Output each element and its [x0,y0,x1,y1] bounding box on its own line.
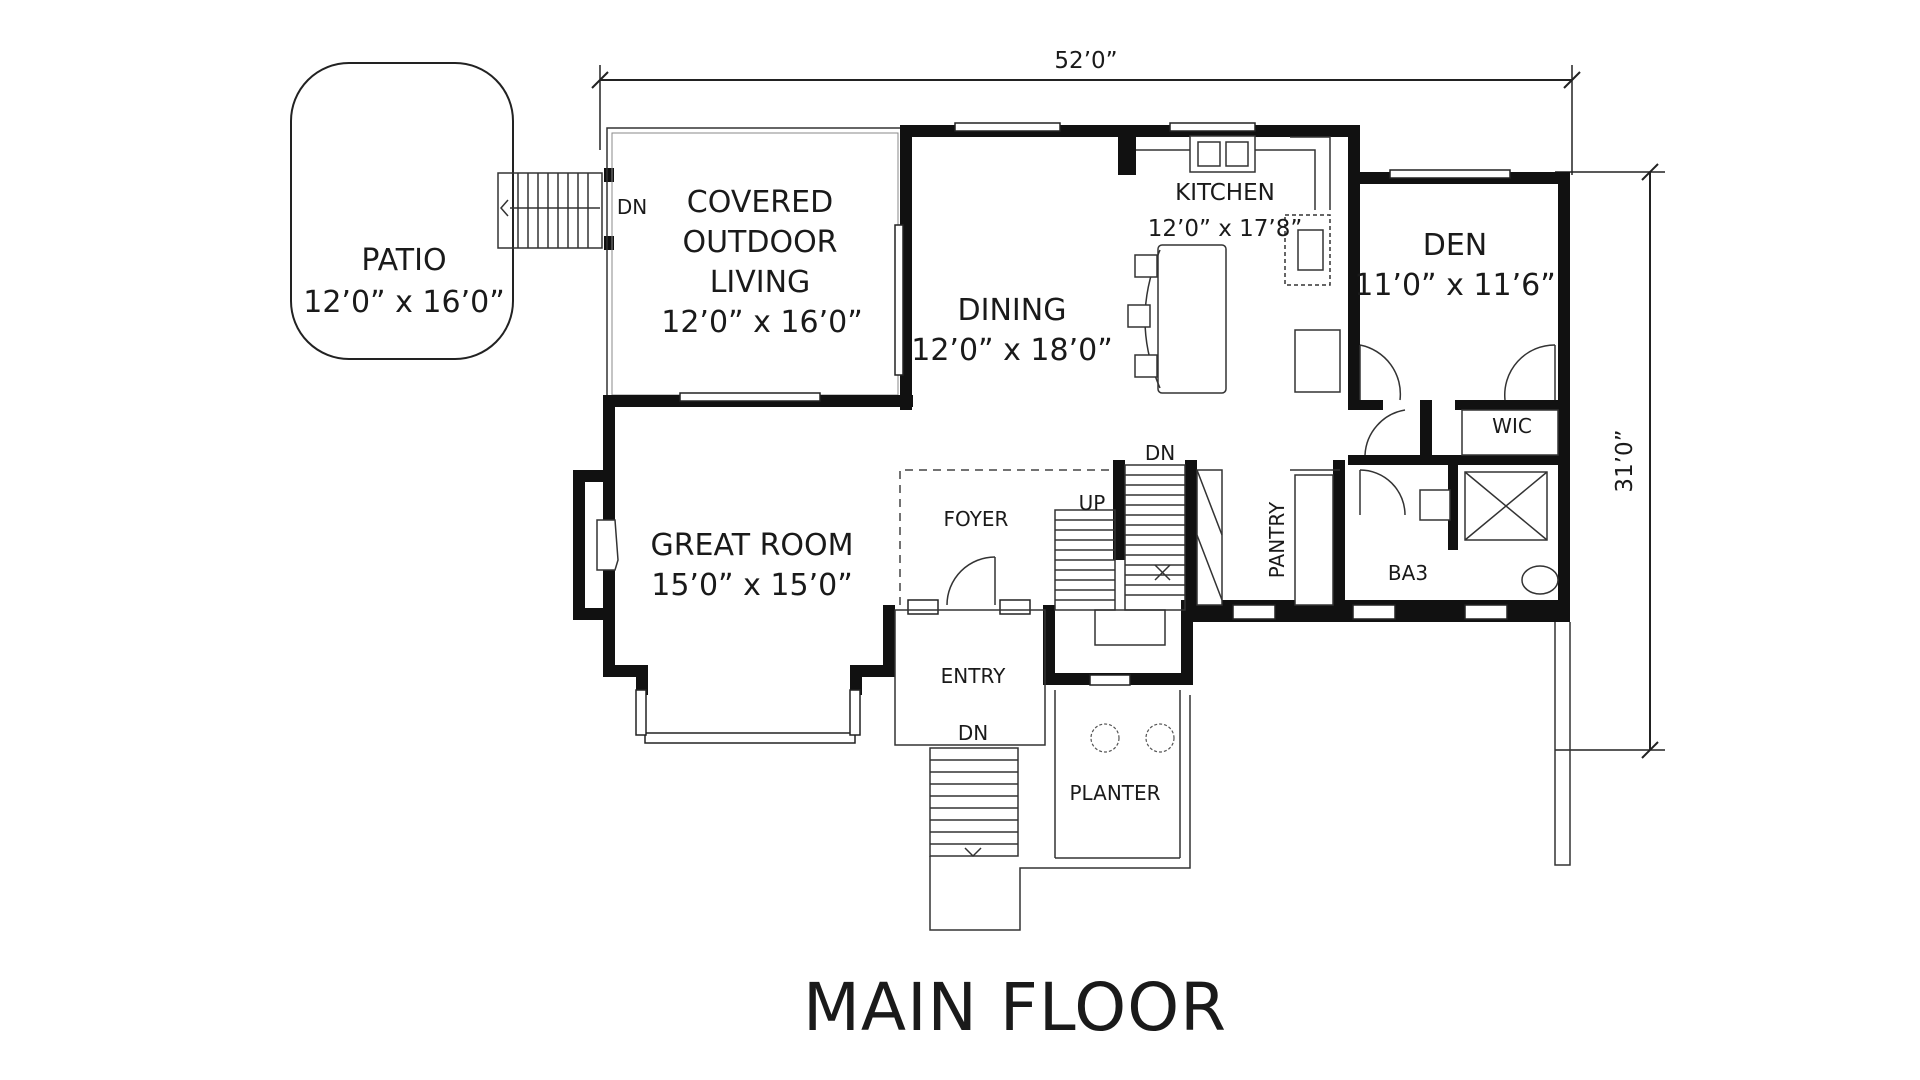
kitchen-size: 12’0” x 17’8” [1148,216,1303,242]
patio-dn-label: DN [617,195,647,219]
den-size: 11’0” x 11’6” [1354,268,1556,303]
planter: PLANTER [1054,690,1181,859]
patio-name: PATIO [361,243,446,278]
great-room-size: 15’0” x 15’0” [651,568,853,603]
wic: WIC [1461,409,1559,456]
ba3-name: BA3 [1388,561,1428,585]
great-room-name: GREAT ROOM [650,528,853,563]
entry-stairs [929,695,1191,931]
stair-up-label: UP [1079,491,1106,515]
page-title: MAIN FLOOR [803,969,1227,1046]
wic-name: WIC [1492,414,1532,438]
den: DEN 11’0” x 11’6” [1354,228,1556,401]
patio-stairs: DN [497,168,647,250]
den-name: DEN [1423,228,1488,263]
entry-dn-label: DN [958,721,988,745]
dimension-depth: 31’0” [1555,163,1665,759]
foyer: FOYER [899,469,1110,606]
entry: ENTRY DN [894,609,1046,746]
covered-outdoor-living-name-1: COVERED [687,185,833,220]
dining-name: DINING [958,293,1067,328]
dining-size: 12’0” x 18’0” [911,333,1113,368]
windows [635,122,1511,744]
planter-name: PLANTER [1069,781,1160,805]
patio-size: 12’0” x 16’0” [303,285,505,320]
stair-dn-label: DN [1145,441,1175,465]
patio: PATIO 12’0” x 16’0” [290,62,514,360]
main-stairs: DN UP [1054,441,1186,646]
covered-outdoor-living-size: 12’0” x 16’0” [661,305,863,340]
kitchen-name: KITCHEN [1175,180,1275,206]
dining: DINING 12’0” x 18’0” [911,293,1113,368]
dimension-width-label: 52’0” [1054,48,1117,74]
pantry-name: PANTRY [1265,501,1289,578]
dimension-depth-label: 31’0” [1612,429,1638,492]
covered-outdoor-living: COVERED OUTDOOR LIVING 12’0” x 16’0” [606,127,904,401]
pantry: PANTRY [1196,469,1340,606]
covered-outdoor-living-name-2: OUTDOOR [682,225,837,260]
dimension-width: 52’0” [591,48,1581,175]
ba3: BA3 [1359,469,1559,595]
covered-outdoor-living-name-3: LIVING [710,265,811,300]
foyer-name: FOYER [944,507,1009,531]
kitchen: KITCHEN 12’0” x 17’8” [1127,135,1341,394]
side-wall [1554,622,1571,866]
entry-name: ENTRY [941,664,1006,688]
great-room: GREAT ROOM 15’0” x 15’0” [650,528,853,603]
